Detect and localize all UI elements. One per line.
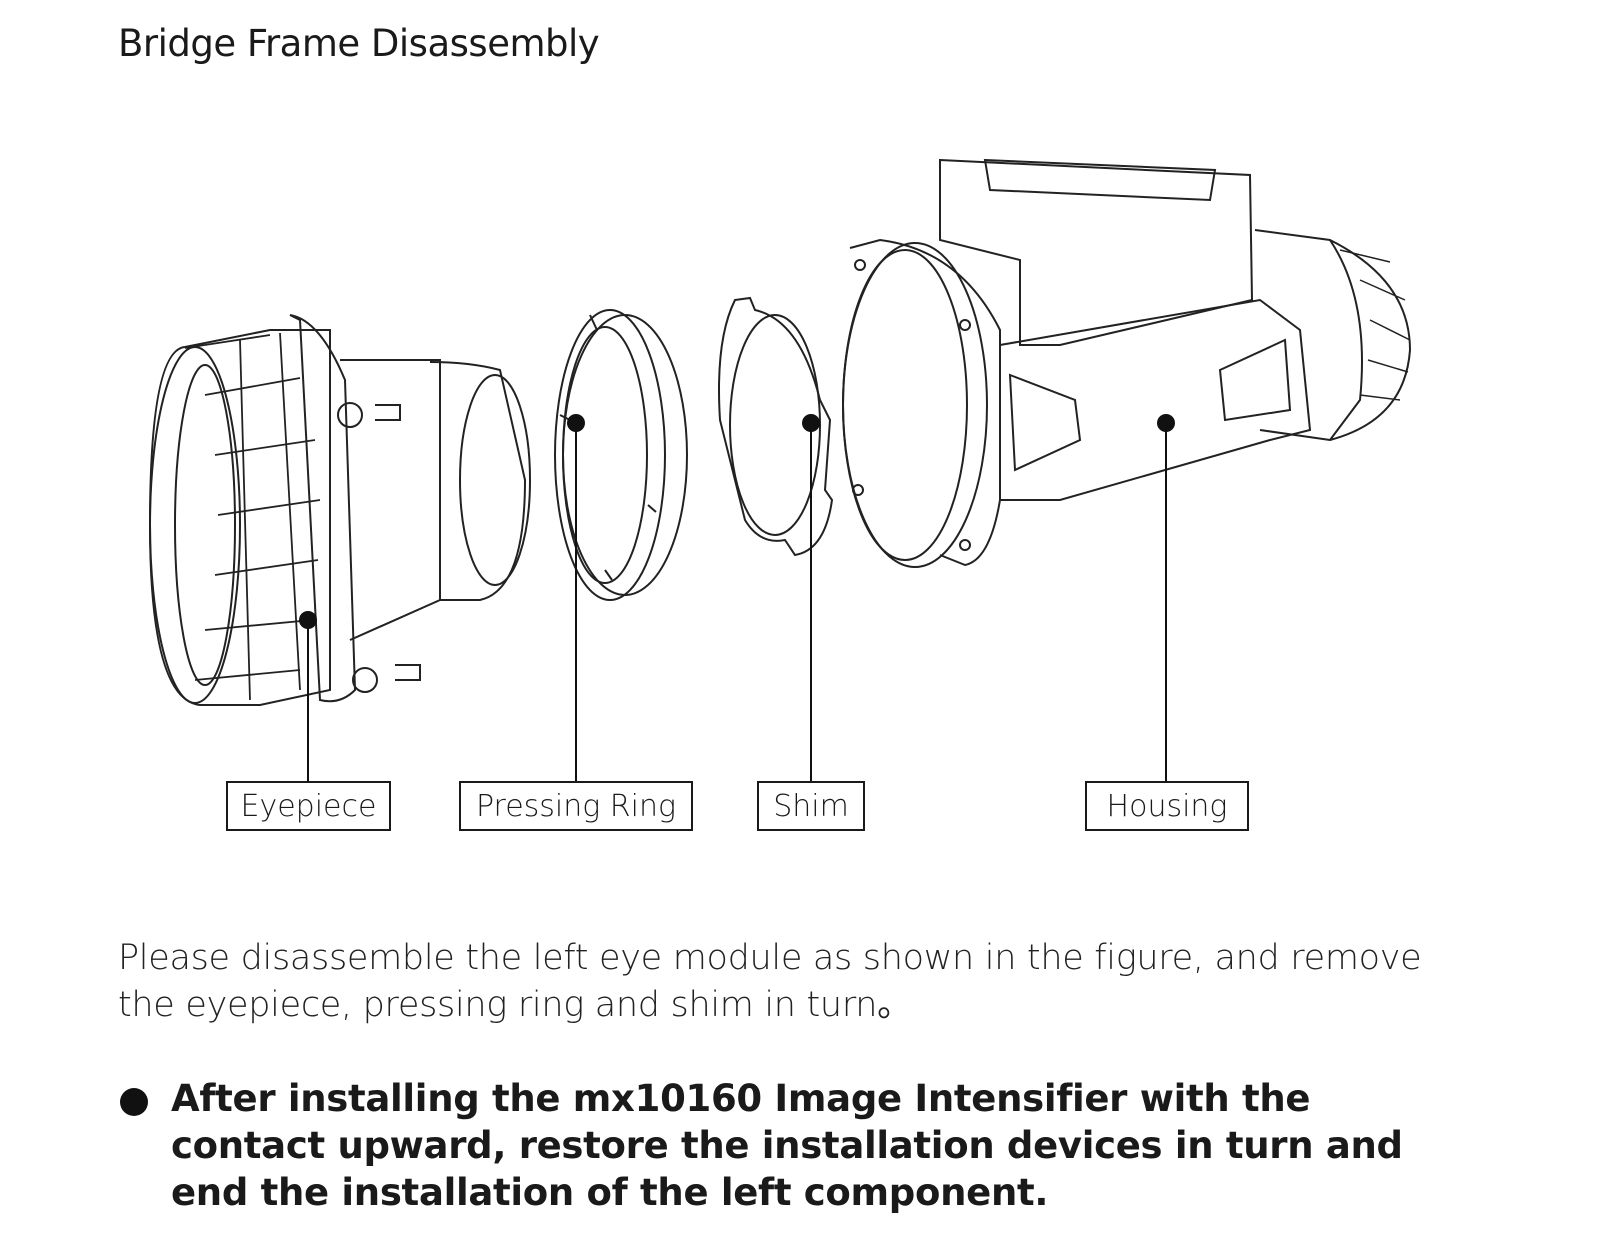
eyepiece-part [149,314,531,706]
eyepiece-marker [299,611,317,629]
pressing-ring-marker [567,414,585,432]
shim-marker [802,414,820,432]
bullet-icon [120,1088,148,1116]
housing-marker [1157,414,1175,432]
exploded-view-diagram [149,158,1412,781]
shim-part [718,296,834,557]
leader-lines [307,423,1167,781]
shim-label: Shim [757,781,865,831]
page-title: Bridge Frame Disassembly [118,22,600,65]
instruction-text: Please disassemble the left eye module a… [118,938,1422,1025]
pressing-ring-label: Pressing Ring [459,781,693,831]
housing-part [842,158,1412,568]
pressing-ring-part [554,309,688,601]
note-text: After installing the mx10160 Image Inten… [171,1077,1403,1214]
eyepiece-label: Eyepiece [226,781,391,831]
housing-label: Housing [1085,781,1249,831]
